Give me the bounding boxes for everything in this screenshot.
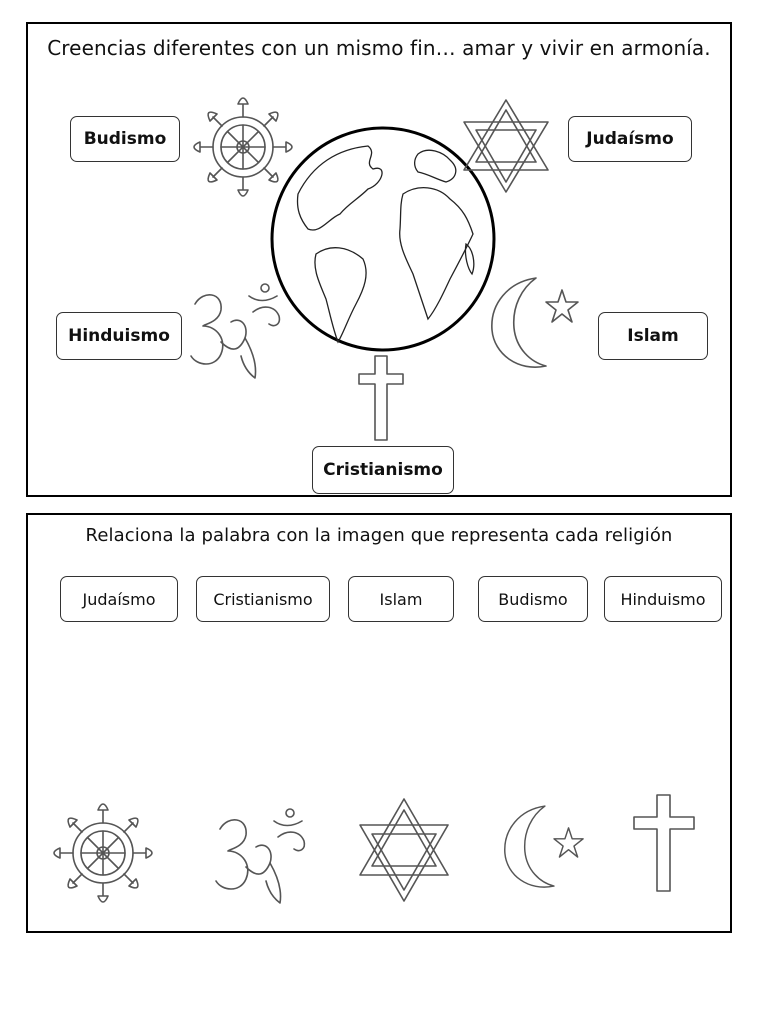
exercise-instruction: Relaciona la palabra con la imagen que r… bbox=[85, 525, 673, 546]
dharma-wheel-icon[interactable] bbox=[48, 798, 158, 908]
panel-title: Creencias diferentes con un mismo fin… a… bbox=[47, 36, 711, 60]
word-judaismo[interactable]: Judaísmo bbox=[60, 576, 178, 622]
word-cristianismo[interactable]: Cristianismo bbox=[196, 576, 330, 622]
dharma-wheel-icon bbox=[193, 97, 293, 197]
label-hinduismo: Hinduismo bbox=[56, 312, 182, 360]
crescent-star-icon[interactable] bbox=[494, 797, 594, 897]
om-icon[interactable] bbox=[208, 807, 313, 907]
label-cristianismo: Cristianismo bbox=[312, 446, 454, 494]
matching-exercise-panel: Relaciona la palabra con la imagen que r… bbox=[26, 513, 732, 933]
word-hinduismo[interactable]: Hinduismo bbox=[604, 576, 722, 622]
star-of-david-icon bbox=[463, 99, 549, 193]
label-judaismo: Judaísmo bbox=[568, 116, 692, 162]
label-budismo: Budismo bbox=[70, 116, 180, 162]
om-icon bbox=[190, 283, 281, 379]
globe-icon bbox=[270, 126, 496, 352]
illustration-panel: Creencias diferentes con un mismo fin… a… bbox=[26, 22, 732, 497]
label-islam: Islam bbox=[598, 312, 708, 360]
crescent-star-icon bbox=[491, 277, 579, 368]
cross-icon[interactable] bbox=[632, 793, 696, 895]
word-budismo[interactable]: Budismo bbox=[478, 576, 588, 622]
star-of-david-icon[interactable] bbox=[354, 795, 454, 905]
cross-icon bbox=[358, 355, 404, 441]
word-islam[interactable]: Islam bbox=[348, 576, 454, 622]
